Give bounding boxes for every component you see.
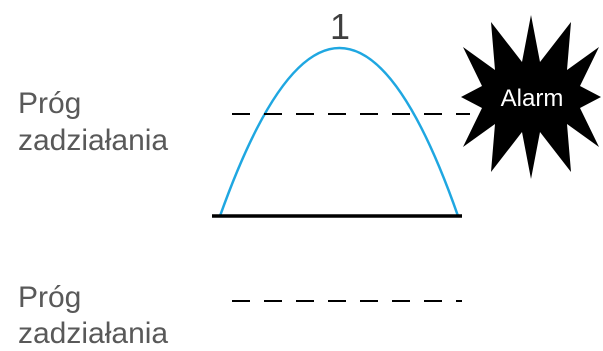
threshold-label-top-line1: Próg bbox=[18, 87, 81, 120]
peak-label: 1 bbox=[330, 6, 350, 47]
threshold-label-top-line2: zadziałania bbox=[18, 124, 168, 157]
alarm-label: Alarm bbox=[501, 85, 564, 112]
threshold-label-bottom-line2: zadziałania bbox=[18, 317, 168, 350]
threshold-label-bottom-line1: Próg bbox=[18, 281, 81, 314]
burst-star-shape bbox=[461, 15, 601, 179]
signal-curve bbox=[218, 46, 460, 217]
alarm-burst: Alarm bbox=[461, 15, 601, 179]
